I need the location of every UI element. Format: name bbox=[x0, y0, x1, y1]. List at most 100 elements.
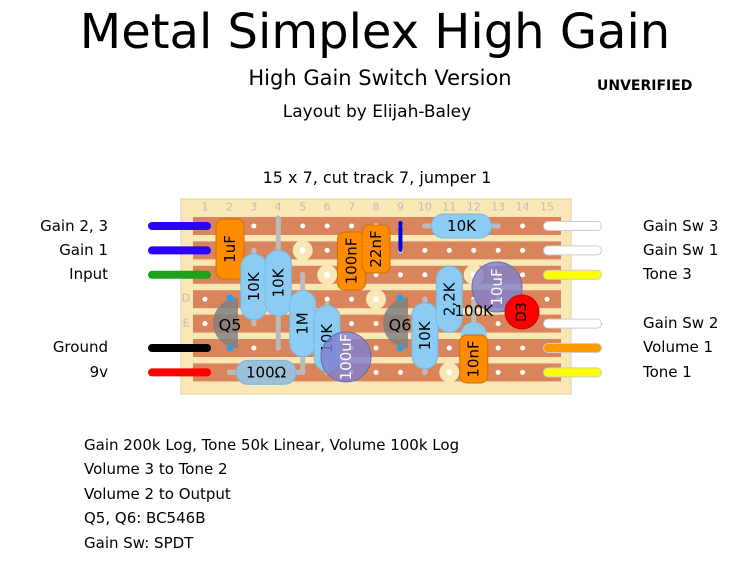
note: Gain Sw: SPDT bbox=[84, 534, 194, 552]
note: Gain 200k Log, Tone 50k Linear, Volume 1… bbox=[84, 436, 460, 454]
column-number: 5 bbox=[299, 201, 306, 214]
hole bbox=[520, 369, 526, 375]
left-label: Gain 2, 3 bbox=[40, 217, 108, 235]
hole bbox=[520, 272, 526, 278]
transistor-pin bbox=[396, 344, 404, 352]
hole bbox=[324, 296, 330, 302]
resistor-10k-label: 10K bbox=[447, 217, 477, 235]
hole bbox=[251, 223, 257, 229]
capacitor-10nf bbox=[459, 334, 489, 384]
left-label: Ground bbox=[52, 338, 108, 356]
column-number: 13 bbox=[491, 201, 505, 214]
subtitle: High Gain Switch Version bbox=[248, 66, 512, 90]
transistor-q5-label: Q5 bbox=[219, 316, 242, 335]
hole bbox=[495, 321, 501, 327]
hole bbox=[373, 296, 380, 303]
column-number: 14 bbox=[516, 201, 530, 214]
capacitor-100uf bbox=[320, 331, 372, 383]
board-info: 15 x 7, cut track 7, jumper 1 bbox=[262, 168, 492, 187]
hole bbox=[495, 247, 501, 253]
hole bbox=[422, 272, 428, 278]
resistor-2-2k-label: 2,2K bbox=[440, 281, 458, 316]
resistor-10k-label: 10K bbox=[269, 267, 287, 297]
hole bbox=[324, 223, 330, 229]
hole bbox=[495, 369, 501, 375]
capacitor-22nf-label: 22nF bbox=[367, 230, 385, 267]
capacitor-1uf bbox=[215, 218, 245, 280]
hole bbox=[299, 247, 306, 254]
resistor-100ohm-label: 100Ω bbox=[246, 363, 286, 381]
resistor-100ohm bbox=[235, 359, 297, 385]
diode-d3 bbox=[504, 294, 540, 330]
hole bbox=[520, 223, 526, 229]
transistor-q6 bbox=[383, 298, 408, 348]
diode-d3-label: D3 bbox=[514, 302, 530, 322]
column-number: 1 bbox=[202, 201, 209, 214]
page-title: Metal Simplex High Gain bbox=[79, 4, 671, 60]
right-label: Gain Sw 1 bbox=[643, 241, 719, 259]
hole bbox=[300, 223, 306, 229]
column-number: 3 bbox=[250, 201, 257, 214]
column-number: 12 bbox=[467, 201, 481, 214]
left-label: Input bbox=[69, 265, 108, 283]
hole bbox=[397, 369, 403, 375]
transistor-q6-label: Q6 bbox=[389, 316, 412, 335]
hole bbox=[202, 321, 208, 327]
hole bbox=[520, 247, 526, 253]
row-letter: E bbox=[183, 317, 190, 330]
resistor-10k bbox=[411, 302, 439, 370]
note: Q5, Q6: BC546B bbox=[84, 509, 206, 527]
left-label: 9v bbox=[89, 363, 108, 381]
hole bbox=[349, 321, 355, 327]
capacitor-10nf-label: 10nF bbox=[465, 340, 483, 377]
resistor-10k-label: 10K bbox=[245, 271, 263, 301]
hole bbox=[373, 272, 379, 278]
capacitor-100uf-label: 100uF bbox=[337, 334, 355, 381]
hole bbox=[397, 272, 403, 278]
column-number: 15 bbox=[540, 201, 554, 214]
transistor-q5 bbox=[213, 298, 238, 348]
right-label: Volume 1 bbox=[643, 338, 714, 356]
hole bbox=[202, 296, 208, 302]
resistor-10k bbox=[264, 249, 292, 317]
transistor-pin bbox=[226, 294, 234, 302]
hole bbox=[544, 296, 550, 302]
resistor-10k bbox=[431, 213, 493, 239]
column-number: 10 bbox=[418, 201, 432, 214]
column-number: 2 bbox=[226, 201, 233, 214]
hole bbox=[349, 223, 355, 229]
capacitor-100nf-label: 100nF bbox=[343, 238, 361, 285]
hole bbox=[446, 369, 453, 376]
hole bbox=[495, 345, 501, 351]
note: Volume 3 to Tone 2 bbox=[84, 460, 228, 478]
resistor-2-2k bbox=[435, 265, 463, 333]
transistor-pin bbox=[226, 344, 234, 352]
transistor-pin bbox=[396, 294, 404, 302]
capacitor-10uf-label: 10uF bbox=[488, 268, 506, 305]
column-number: 6 bbox=[324, 201, 331, 214]
column-number: 11 bbox=[442, 201, 456, 214]
hole bbox=[324, 247, 330, 253]
hole bbox=[373, 321, 379, 327]
hole bbox=[520, 345, 526, 351]
resistor-1m-label: 1M bbox=[294, 312, 312, 335]
hole bbox=[324, 271, 331, 278]
right-label: Tone 3 bbox=[643, 265, 692, 283]
column-number: 9 bbox=[397, 201, 404, 214]
hole bbox=[373, 369, 379, 375]
hole bbox=[422, 247, 428, 253]
capacitor-22nf bbox=[361, 224, 391, 274]
column-number: 7 bbox=[348, 201, 355, 214]
hole bbox=[251, 345, 257, 351]
row-letter: D bbox=[182, 292, 190, 305]
hole bbox=[373, 345, 379, 351]
capacitor-1uf-label: 1uF bbox=[221, 235, 239, 263]
status-badge: UNVERIFIED bbox=[597, 78, 693, 94]
column-number: 4 bbox=[275, 201, 282, 214]
left-label: Gain 1 bbox=[59, 241, 108, 259]
hole bbox=[446, 345, 452, 351]
hole bbox=[446, 247, 452, 253]
right-label: Tone 1 bbox=[643, 363, 692, 381]
author: Layout by Elijah-Baley bbox=[282, 102, 472, 122]
